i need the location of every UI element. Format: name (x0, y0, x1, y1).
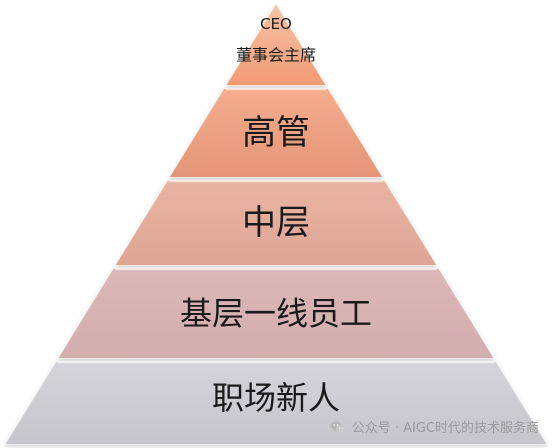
tier-ceo (224, 3, 328, 86)
tier-new-hires (4, 361, 548, 445)
tier-executives (168, 88, 384, 178)
watermark: 公众号 · AIGC时代的技术服务商 (330, 417, 539, 436)
tier-frontline-staff-label: 基层一线员工 (180, 295, 372, 333)
tier-ceo-title: CEO (260, 15, 292, 33)
watermark-text: 公众号 · AIGC时代的技术服务商 (351, 421, 539, 436)
tier-new-hires-label: 职场新人 (212, 379, 340, 417)
tier-frontline-staff (56, 268, 496, 359)
tier-middle-management (114, 180, 438, 266)
tier-executives-label: 高管 (242, 113, 310, 153)
tier-middle-management-label: 中层 (242, 203, 310, 243)
tier-ceo-subtitle: 董事会主席 (236, 46, 316, 65)
wechat-icon (330, 420, 346, 432)
